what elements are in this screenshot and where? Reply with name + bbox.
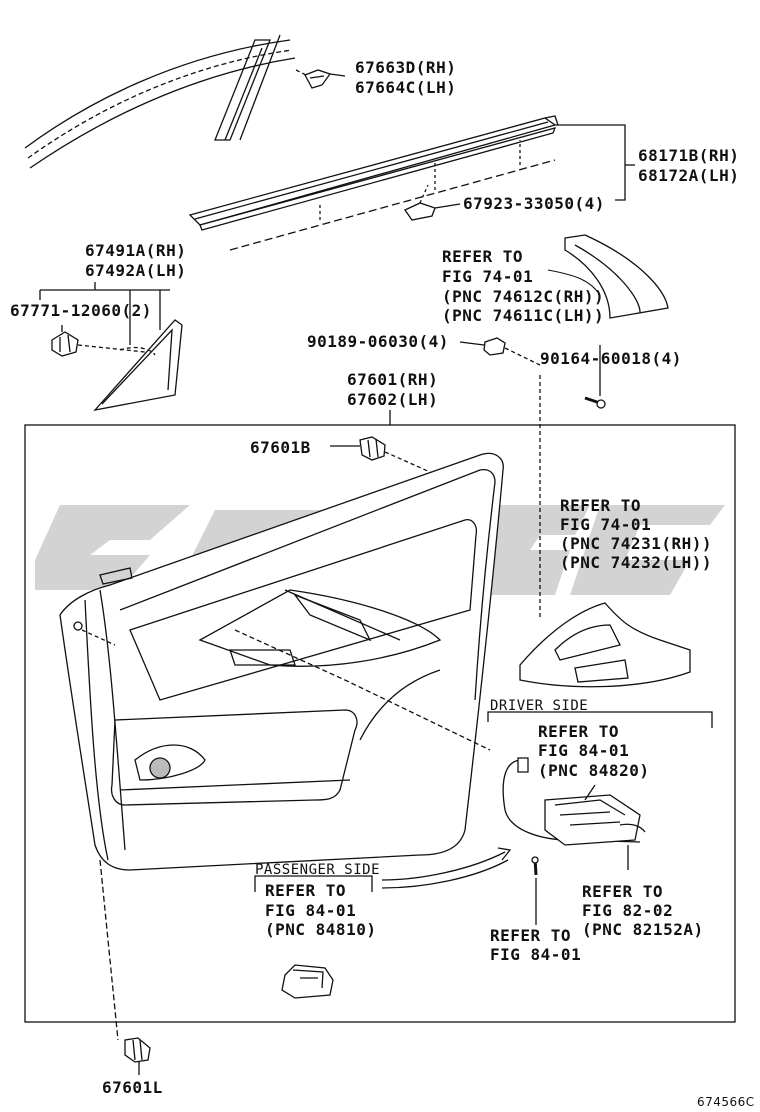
clip-67601L-icon xyxy=(99,859,151,1075)
part-67492a-label: 67492A(LH) xyxy=(85,261,187,280)
refer-fig84-passenger-1: REFER TO xyxy=(265,881,347,900)
mirror-garnish-icon xyxy=(547,234,669,319)
refer-fig84-screw-2: FIG 84-01 xyxy=(490,945,582,964)
leader-driver xyxy=(234,629,491,751)
part-67663d-label: 67663D(RH) xyxy=(355,58,457,77)
part-67923-label: 67923-33050(4) xyxy=(463,194,605,213)
switch-trim-icon xyxy=(519,602,691,688)
screw-90164-icon xyxy=(584,370,606,409)
refer-fig84-driver-1: REFER TO xyxy=(538,722,620,741)
part-90189-label: 90189-06030(4) xyxy=(307,332,449,351)
refer-fig82-3: (PNC 82152A) xyxy=(582,920,704,939)
refer-fig84-passenger-2: FIG 84-01 xyxy=(265,901,357,920)
window-frame xyxy=(24,34,296,169)
driver-switch-icon xyxy=(502,757,646,870)
nut-90189-icon xyxy=(459,337,541,620)
passenger-side-bracket xyxy=(254,875,373,892)
passenger-side-label: PASSENGER SIDE xyxy=(255,862,381,878)
door-trim-panel xyxy=(59,452,504,871)
clip-67923-icon xyxy=(404,184,461,221)
refer-fig84-passenger-3: (PNC 84810) xyxy=(265,920,377,939)
part-67601b-label: 67601B xyxy=(250,438,311,457)
refer-fig82-2: FIG 82-02 xyxy=(582,901,674,920)
refer-fig74-mid-2: FIG 74-01 xyxy=(560,515,652,534)
belt-moulding-icon xyxy=(188,115,559,251)
passenger-arrow xyxy=(381,851,506,881)
part-68171b-label: 68171B(RH) xyxy=(638,146,740,165)
part-67771-label: 67771-12060(2) xyxy=(10,301,152,320)
refer-fig84-driver-3: (PNC 84820) xyxy=(538,761,650,780)
driver-side-bracket xyxy=(487,711,713,728)
refer-fig74-top-3: (PNC 74612C(RH)) xyxy=(442,287,605,306)
refer-fig82-1: REFER TO xyxy=(582,882,664,901)
refer-fig74-mid-4: (PNC 74232(LH)) xyxy=(560,553,712,572)
clip-67601B-icon xyxy=(330,436,431,473)
bracket-68171 xyxy=(555,124,626,201)
refer-fig84-driver-2: FIG 84-01 xyxy=(538,741,630,760)
figure-number: 674566C xyxy=(697,1095,755,1109)
part-67601-label: 67601(RH) xyxy=(347,370,439,389)
refer-fig74-top-1: REFER TO xyxy=(442,247,524,266)
part-67601l-label: 67601L xyxy=(102,1078,163,1097)
part-68172a-label: 68172A(LH) xyxy=(638,166,740,185)
clip-67771-icon xyxy=(51,325,156,357)
clip-67663-icon xyxy=(295,69,346,89)
part-67664c-label: 67664C(LH) xyxy=(355,78,457,97)
refer-fig74-mid-3: (PNC 74231(RH)) xyxy=(560,534,712,553)
screw-driver-icon xyxy=(531,856,539,925)
refer-fig74-mid-1: REFER TO xyxy=(560,496,642,515)
part-67602-label: 67602(LH) xyxy=(347,390,439,409)
refer-fig84-screw-1: REFER TO xyxy=(490,926,572,945)
driver-side-label: DRIVER SIDE xyxy=(490,698,589,714)
refer-fig74-top-2: FIG 74-01 xyxy=(442,267,534,286)
assembly-frame xyxy=(24,424,736,1023)
part-90164-label: 90164-60018(4) xyxy=(540,349,682,368)
refer-fig74-top-4: (PNC 74611C(LH)) xyxy=(442,306,605,325)
part-67491a-label: 67491A(RH) xyxy=(85,241,187,260)
passenger-switch-icon xyxy=(281,964,334,999)
